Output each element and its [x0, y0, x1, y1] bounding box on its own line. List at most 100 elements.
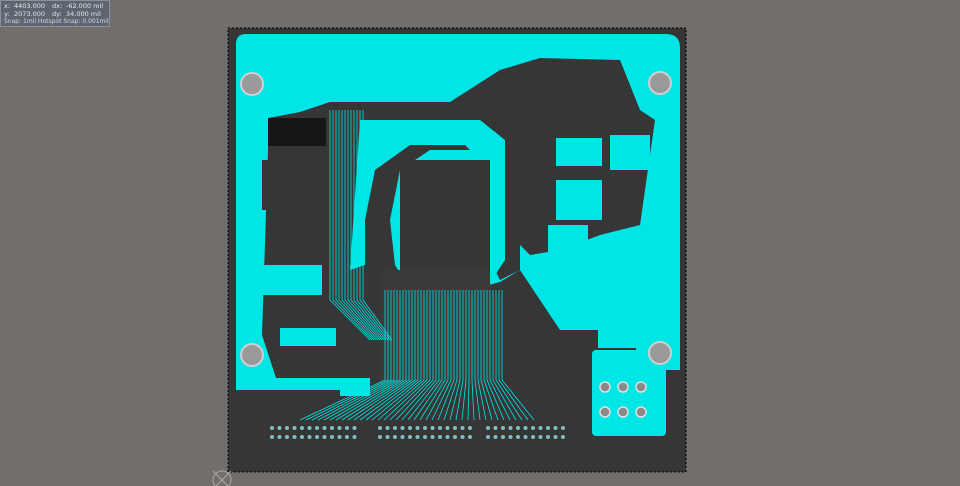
pin-pad — [508, 435, 513, 439]
trace — [492, 290, 517, 421]
pin-pad — [330, 426, 334, 430]
trace — [425, 290, 449, 421]
trace — [443, 290, 458, 421]
pin-pad — [453, 426, 457, 430]
pin-pad — [378, 426, 382, 430]
trace — [332, 110, 373, 341]
pin-pad — [307, 426, 312, 430]
pin-pad — [292, 435, 297, 439]
pcb-board — [227, 27, 687, 473]
trace — [486, 290, 505, 421]
trace — [329, 110, 371, 341]
trace — [395, 290, 434, 421]
pin-pad — [460, 435, 465, 439]
pin-pad — [300, 426, 304, 430]
pin-pad — [352, 435, 357, 439]
trace — [449, 290, 461, 421]
trace — [344, 110, 381, 341]
pin-pad — [486, 435, 490, 439]
dx-label: dx: — [52, 2, 63, 10]
trace — [350, 110, 385, 341]
trace — [461, 290, 467, 421]
pin-pad — [445, 435, 450, 439]
trace — [347, 290, 410, 421]
pin-pad — [345, 426, 349, 430]
trace — [480, 290, 493, 421]
pin-pad — [460, 426, 465, 430]
pin-pad — [393, 426, 397, 430]
pin-pad — [553, 435, 558, 439]
pin-pad — [430, 435, 435, 439]
pin-pad — [277, 435, 282, 439]
pin-pad — [322, 426, 327, 430]
trace — [483, 290, 499, 421]
pin-pad — [415, 426, 420, 430]
trace — [311, 290, 392, 421]
trace — [356, 110, 389, 341]
pin-pad — [400, 426, 405, 430]
pin-pad — [438, 435, 442, 439]
header-pins — [270, 426, 565, 439]
pin-pad — [285, 435, 289, 439]
pin-pad — [330, 435, 334, 439]
pin-pad — [531, 435, 535, 439]
pin-pad — [322, 435, 327, 439]
connector-pads — [599, 381, 647, 418]
trace — [437, 290, 455, 421]
pin-pad — [378, 435, 382, 439]
trace — [471, 290, 475, 421]
pin-pad — [561, 435, 565, 439]
y-value: 2073.000 — [14, 10, 46, 18]
trace — [413, 290, 443, 421]
trace — [371, 290, 422, 421]
trace — [477, 290, 487, 421]
pin-pad — [438, 426, 442, 430]
pin-pad — [345, 435, 349, 439]
trace — [335, 290, 404, 421]
pin-pad — [430, 426, 435, 430]
pin-pad — [531, 426, 535, 430]
origin-marker — [212, 470, 232, 486]
trace — [359, 290, 416, 421]
pin-pad — [307, 435, 312, 439]
x-value: 4403.000 — [14, 2, 46, 10]
pin-pad — [415, 435, 420, 439]
pin-pad — [337, 435, 342, 439]
trace — [377, 290, 425, 421]
mounting-holes — [240, 71, 672, 367]
pin-pad — [385, 426, 390, 430]
trace — [501, 290, 535, 421]
pin-pad — [538, 426, 543, 430]
pin-pad — [337, 426, 342, 430]
pin-pad — [352, 426, 357, 430]
trace — [353, 290, 413, 421]
pin-pad — [523, 435, 528, 439]
trace — [495, 290, 523, 421]
trace — [335, 110, 375, 341]
trace — [467, 290, 470, 421]
pin-pad — [423, 426, 427, 430]
trace — [359, 110, 391, 341]
pin-pad — [538, 435, 543, 439]
y-label: y: — [4, 10, 10, 18]
pin-pad — [393, 435, 397, 439]
trace — [329, 290, 401, 421]
pin-pad — [561, 426, 565, 430]
trace — [299, 290, 386, 421]
pin-pad — [468, 435, 472, 439]
pin-pad — [400, 435, 405, 439]
pin-pad — [270, 426, 274, 430]
pin-pad — [501, 426, 505, 430]
dx-value: -62.000 mil — [66, 2, 104, 10]
pin-pad — [292, 426, 297, 430]
trace — [389, 290, 431, 421]
pin-pad — [408, 426, 412, 430]
dy-value: 34.000 mil — [66, 10, 101, 18]
pin-pad — [468, 426, 472, 430]
trace — [338, 110, 377, 341]
pin-pad — [493, 435, 498, 439]
pin-pad — [423, 435, 427, 439]
trace — [365, 290, 419, 421]
